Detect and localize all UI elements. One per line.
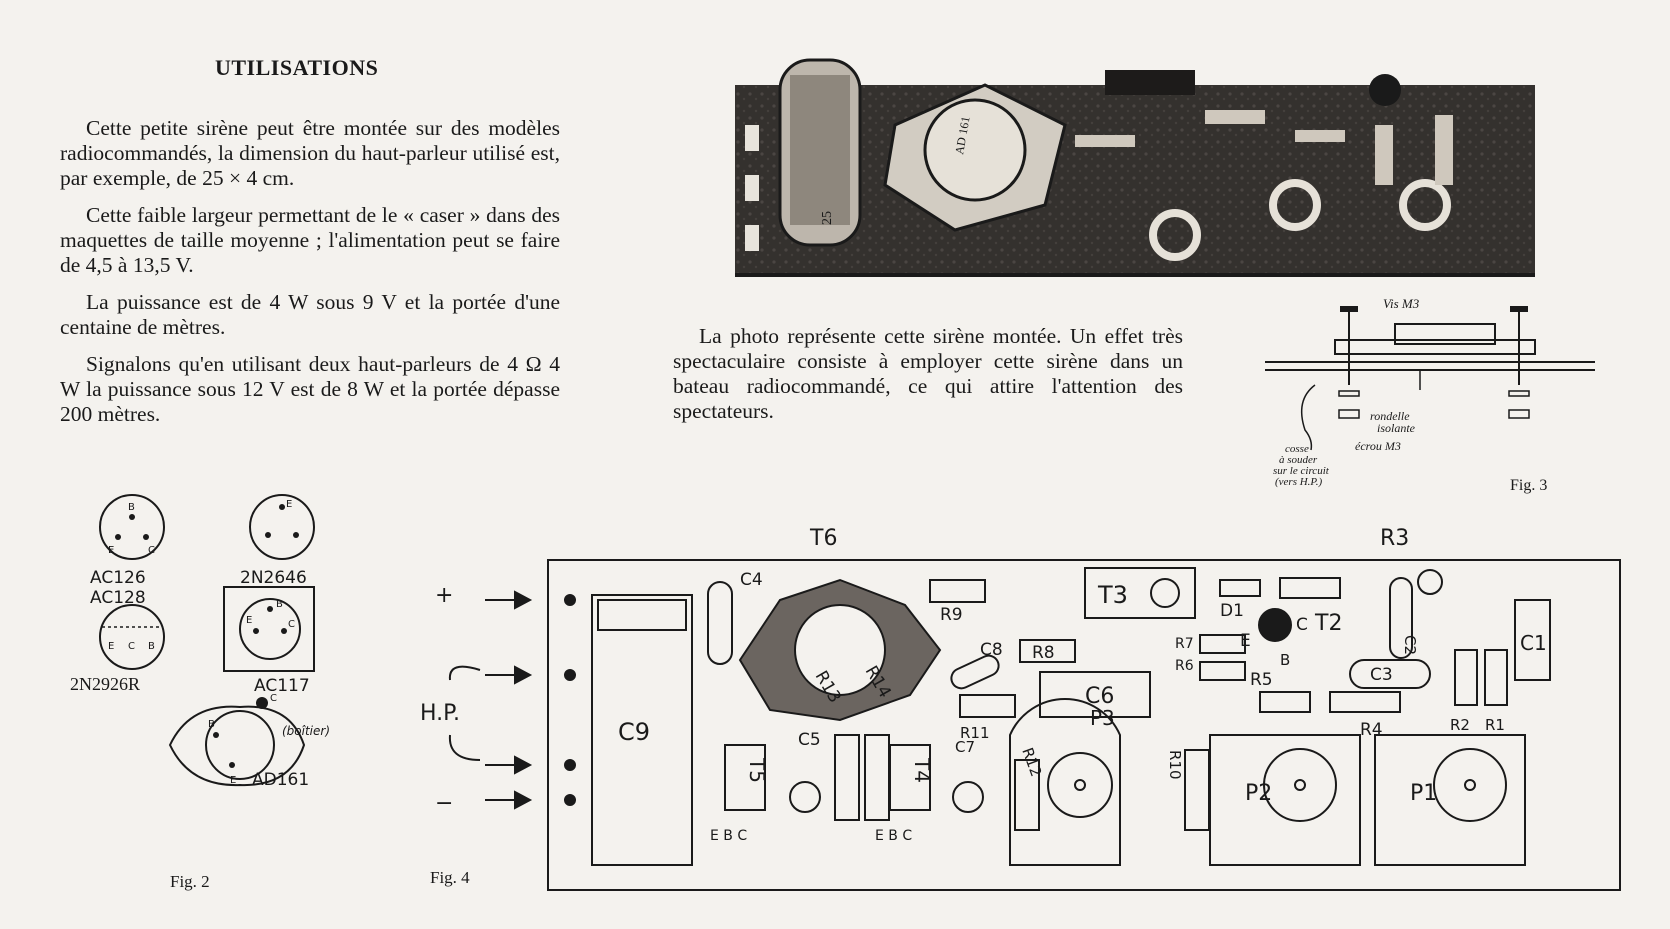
fig3-ecrou-label: écrou M3: [1355, 439, 1401, 453]
fig3-cosse-label: cosse: [1285, 443, 1309, 455]
pin-c: C: [288, 619, 295, 630]
photo-transistor-marking: AD 161: [952, 115, 972, 155]
fig4-t3: T3: [1097, 581, 1128, 609]
pin-e: E: [230, 775, 236, 786]
fig4-ebc-t5: E B C: [710, 828, 747, 844]
fig3-label: Fig. 3: [1510, 477, 1547, 494]
fig4-c2: C2: [1401, 635, 1419, 655]
pin-c: C: [148, 545, 155, 556]
ad161-label: AD161: [252, 770, 309, 790]
fig3-cosse-label: (vers H.P.): [1275, 476, 1322, 488]
pin-e: E: [108, 641, 114, 652]
fig4-p2: P2: [1245, 781, 1272, 806]
fig2-pinout-diagram: B E C AC126 AC128 E 2N2646 E C B 2N2926R…: [70, 494, 330, 790]
paragraph: Cette faible largeur permettant de le « …: [60, 203, 560, 277]
pin-e: E: [108, 545, 114, 556]
fig4-c5: C5: [798, 730, 821, 750]
fig4-t6: T6: [809, 526, 837, 551]
fig4-c: C: [1296, 615, 1308, 635]
fig3-cosse-label: à souder: [1279, 454, 1318, 466]
fig4-c7: C7: [955, 738, 975, 756]
fig4-t4: T4: [910, 757, 934, 783]
fig4-r7: R7: [1175, 636, 1194, 652]
fig4-r11: R11: [960, 724, 990, 742]
fig4-p1: P1: [1410, 781, 1437, 806]
fig4-t2: T2: [1314, 611, 1342, 636]
body-text-column: Cette petite sirène peut être montée sur…: [60, 116, 560, 439]
fig4-r12: R12: [1018, 745, 1045, 779]
ac117-label: AC117: [254, 676, 310, 696]
fig4-ebc-t4: E B C: [875, 828, 912, 844]
pin-c: C: [270, 693, 277, 704]
fig3-cosse-label: sur le circuit: [1273, 465, 1330, 477]
fig4-hp-label: H.P.: [420, 701, 460, 726]
paragraph: Cette petite sirène peut être montée sur…: [60, 116, 560, 190]
fig4-r2: R2: [1450, 716, 1470, 734]
n2646-label: 2N2646: [240, 568, 307, 588]
fig4-r3: R3: [1380, 526, 1409, 551]
fig4-r9: R9: [940, 605, 963, 625]
pin-e: E: [286, 499, 292, 510]
fig4-r4: R4: [1360, 720, 1383, 740]
pin-c: C: [128, 641, 135, 652]
fig3-isolante-label: isolante: [1377, 421, 1416, 435]
section-title: UTILISATIONS: [215, 55, 379, 80]
fig4-d1: D1: [1220, 601, 1244, 621]
fig4-r8: R8: [1032, 643, 1055, 663]
fig4-c4: C4: [740, 570, 763, 590]
paragraph: La puissance est de 4 W sous 9 V et la p…: [60, 290, 560, 339]
fig4-c8: C8: [980, 640, 1003, 660]
fig2-label: Fig. 2: [170, 872, 210, 891]
fig3-vis-label: Vis M3: [1383, 296, 1420, 311]
fig4-t5: T5: [745, 757, 769, 783]
fig4-r10: R10: [1166, 750, 1184, 780]
pin-e: E: [246, 615, 252, 626]
fig4-p3: P3: [1090, 706, 1115, 730]
circuit-photo: 25 AD 161: [735, 58, 1535, 277]
pin-b: B: [128, 502, 135, 513]
fig4-r5: R5: [1250, 670, 1273, 690]
pin-b: B: [276, 599, 283, 610]
photo-caption: La photo représente cette sirène montée.…: [673, 324, 1183, 423]
pin-b: B: [208, 719, 215, 730]
fig4-b: B: [1280, 651, 1290, 669]
fig4-minus-terminal: −: [435, 791, 453, 816]
photo-can-label: 25: [820, 211, 835, 225]
ac126-label: AC126: [90, 568, 146, 588]
paragraph: Signalons qu'en utilisant deux haut-parl…: [60, 352, 560, 426]
fig4-label: Fig. 4: [430, 868, 470, 887]
fig4-r1: R1: [1485, 716, 1505, 734]
boitier-label: (boîtier): [282, 724, 330, 738]
fig4-plus-terminal: +: [435, 583, 453, 608]
n2926-label: 2N2926R: [70, 674, 140, 694]
fig4-layout-diagram: + − H.P. T6 R3 C4 R9 T3 D1 E C B T2 C2 C…: [420, 526, 1621, 891]
fig4-c3: C3: [1370, 665, 1393, 685]
fig3-mounting-diagram: Vis M3 rondelle isolante écrou M3 cosse …: [1265, 296, 1595, 494]
fig4-c6: C6: [1085, 684, 1114, 709]
fig4-r6: R6: [1175, 658, 1194, 674]
pin-b: B: [148, 641, 155, 652]
fig4-e: E: [1240, 631, 1251, 651]
fig3-rondelle-label: rondelle: [1370, 409, 1410, 423]
fig4-c9: C9: [618, 718, 650, 746]
fig4-c1: C1: [1520, 631, 1547, 655]
ac128-label: AC128: [90, 588, 146, 608]
